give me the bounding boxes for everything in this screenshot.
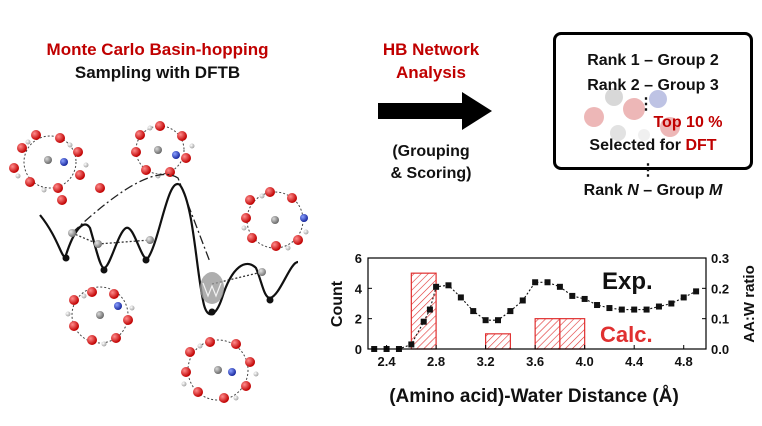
hb-sub-line1: (Grouping [392, 143, 470, 160]
exp-point-10 [482, 317, 489, 324]
rank-m-symbol: M [709, 182, 723, 199]
exp-point-4 [420, 318, 427, 325]
mc-title-line2: Sampling with DFTB [74, 63, 241, 82]
dft-highlight: DFT [685, 137, 717, 154]
yl-tick-label-2: 4 [355, 281, 363, 296]
y-right-label: AA:W ratio [741, 265, 758, 343]
calc-bar-2 [534, 318, 561, 350]
exp-point-11 [495, 317, 501, 324]
exp-point-25 [668, 300, 675, 307]
yr-tick-label-1: 0.1 [711, 312, 729, 327]
calc-bar-3 [559, 318, 586, 350]
exp-point-13 [519, 297, 526, 304]
cluster-bottom-left [65, 286, 135, 347]
exp-point-12 [507, 308, 514, 315]
rank-panel [553, 32, 753, 170]
exp-point-8 [457, 294, 464, 301]
exp-point-3 [408, 341, 415, 348]
exp-point-9 [470, 308, 477, 315]
cluster-right [241, 187, 309, 251]
exp-point-23 [643, 306, 650, 313]
x-tick-label-5: 4.4 [625, 354, 644, 369]
plot-frame [367, 257, 707, 350]
yr-tick-label-2: 0.2 [711, 281, 729, 296]
exp-point-24 [655, 303, 662, 310]
y-left-label: Count [329, 280, 346, 327]
exp-point-27 [693, 288, 700, 295]
x-tick-label-2: 3.2 [477, 354, 495, 369]
legend-calc: Calc. [600, 322, 653, 347]
exp-point-14 [532, 279, 539, 286]
yr-tick-label-0: 0.0 [711, 342, 729, 357]
rank-n-prefix: Rank [583, 182, 628, 199]
x-tick-label-6: 4.8 [675, 354, 693, 369]
x-tick-label-3: 3.6 [526, 354, 544, 369]
mc-title-line1: Monte Carlo Basin-hopping [46, 40, 269, 59]
hopping-arc [71, 173, 211, 263]
exp-line [374, 281, 697, 350]
selected-prefix: Selected for [589, 137, 686, 154]
x-tick-label-1: 2.8 [427, 354, 445, 369]
calc-bar-1 [485, 333, 511, 350]
exp-point-5 [426, 306, 433, 313]
hb-title-line2: Analysis [396, 63, 466, 82]
top-10-percent-label: Top 10 % [653, 114, 723, 131]
exp-point-6 [433, 283, 440, 290]
yl-tick-label-1: 2 [355, 312, 362, 327]
yr-tick-label-3: 0.3 [711, 251, 729, 266]
rank-2-label: Rank 2 – Group 3 [587, 77, 719, 94]
hb-sub-line2: & Scoring) [390, 165, 472, 182]
process-arrow [378, 92, 492, 130]
cluster-bottom-right [181, 337, 259, 403]
exp-point-26 [680, 294, 687, 301]
exp-point-7 [445, 282, 452, 289]
rank-n-label: Rank N – Group M [553, 182, 753, 200]
x-tick-label-0: 2.4 [378, 354, 397, 369]
rank-box-dots: ⋮ [638, 96, 654, 113]
exp-point-22 [631, 306, 638, 313]
selected-for-dft-label: Selected for DFT [553, 137, 753, 155]
exp-point-21 [618, 306, 625, 313]
exp-point-17 [569, 292, 576, 299]
exp-point-18 [581, 295, 588, 302]
hb-title-line1: HB Network [382, 40, 480, 59]
energy-landscape-illustration [9, 121, 309, 403]
distance-chart: 2.4 2.8 3.2 3.6 4.0 4.4 4.8 0 2 4 6 0.0 0.1 0.2 0.3 Ex… [329, 251, 758, 407]
exp-point-20 [606, 305, 613, 312]
molecule-watermark [584, 88, 680, 141]
energy-curve [39, 182, 299, 316]
yl-tick-label-0: 0 [355, 342, 362, 357]
exp-point-19 [594, 302, 601, 309]
exp-point-16 [556, 283, 563, 290]
rank-n-dots: ⋮ [640, 162, 656, 179]
x-axis-label: (Amino acid)-Water Distance (Å) [389, 386, 679, 407]
exp-point-15 [544, 279, 551, 286]
rank-n-mid: – Group [638, 182, 710, 199]
rank-1-label: Rank 1 – Group 2 [587, 52, 719, 69]
x-tick-label-4: 4.0 [576, 354, 594, 369]
rank-n-symbol: N [627, 182, 639, 199]
cluster-top-middle [131, 121, 195, 179]
legend-exp: Exp. [602, 268, 653, 295]
yl-tick-label-3: 6 [355, 251, 362, 266]
cluster-top-left [9, 130, 105, 205]
